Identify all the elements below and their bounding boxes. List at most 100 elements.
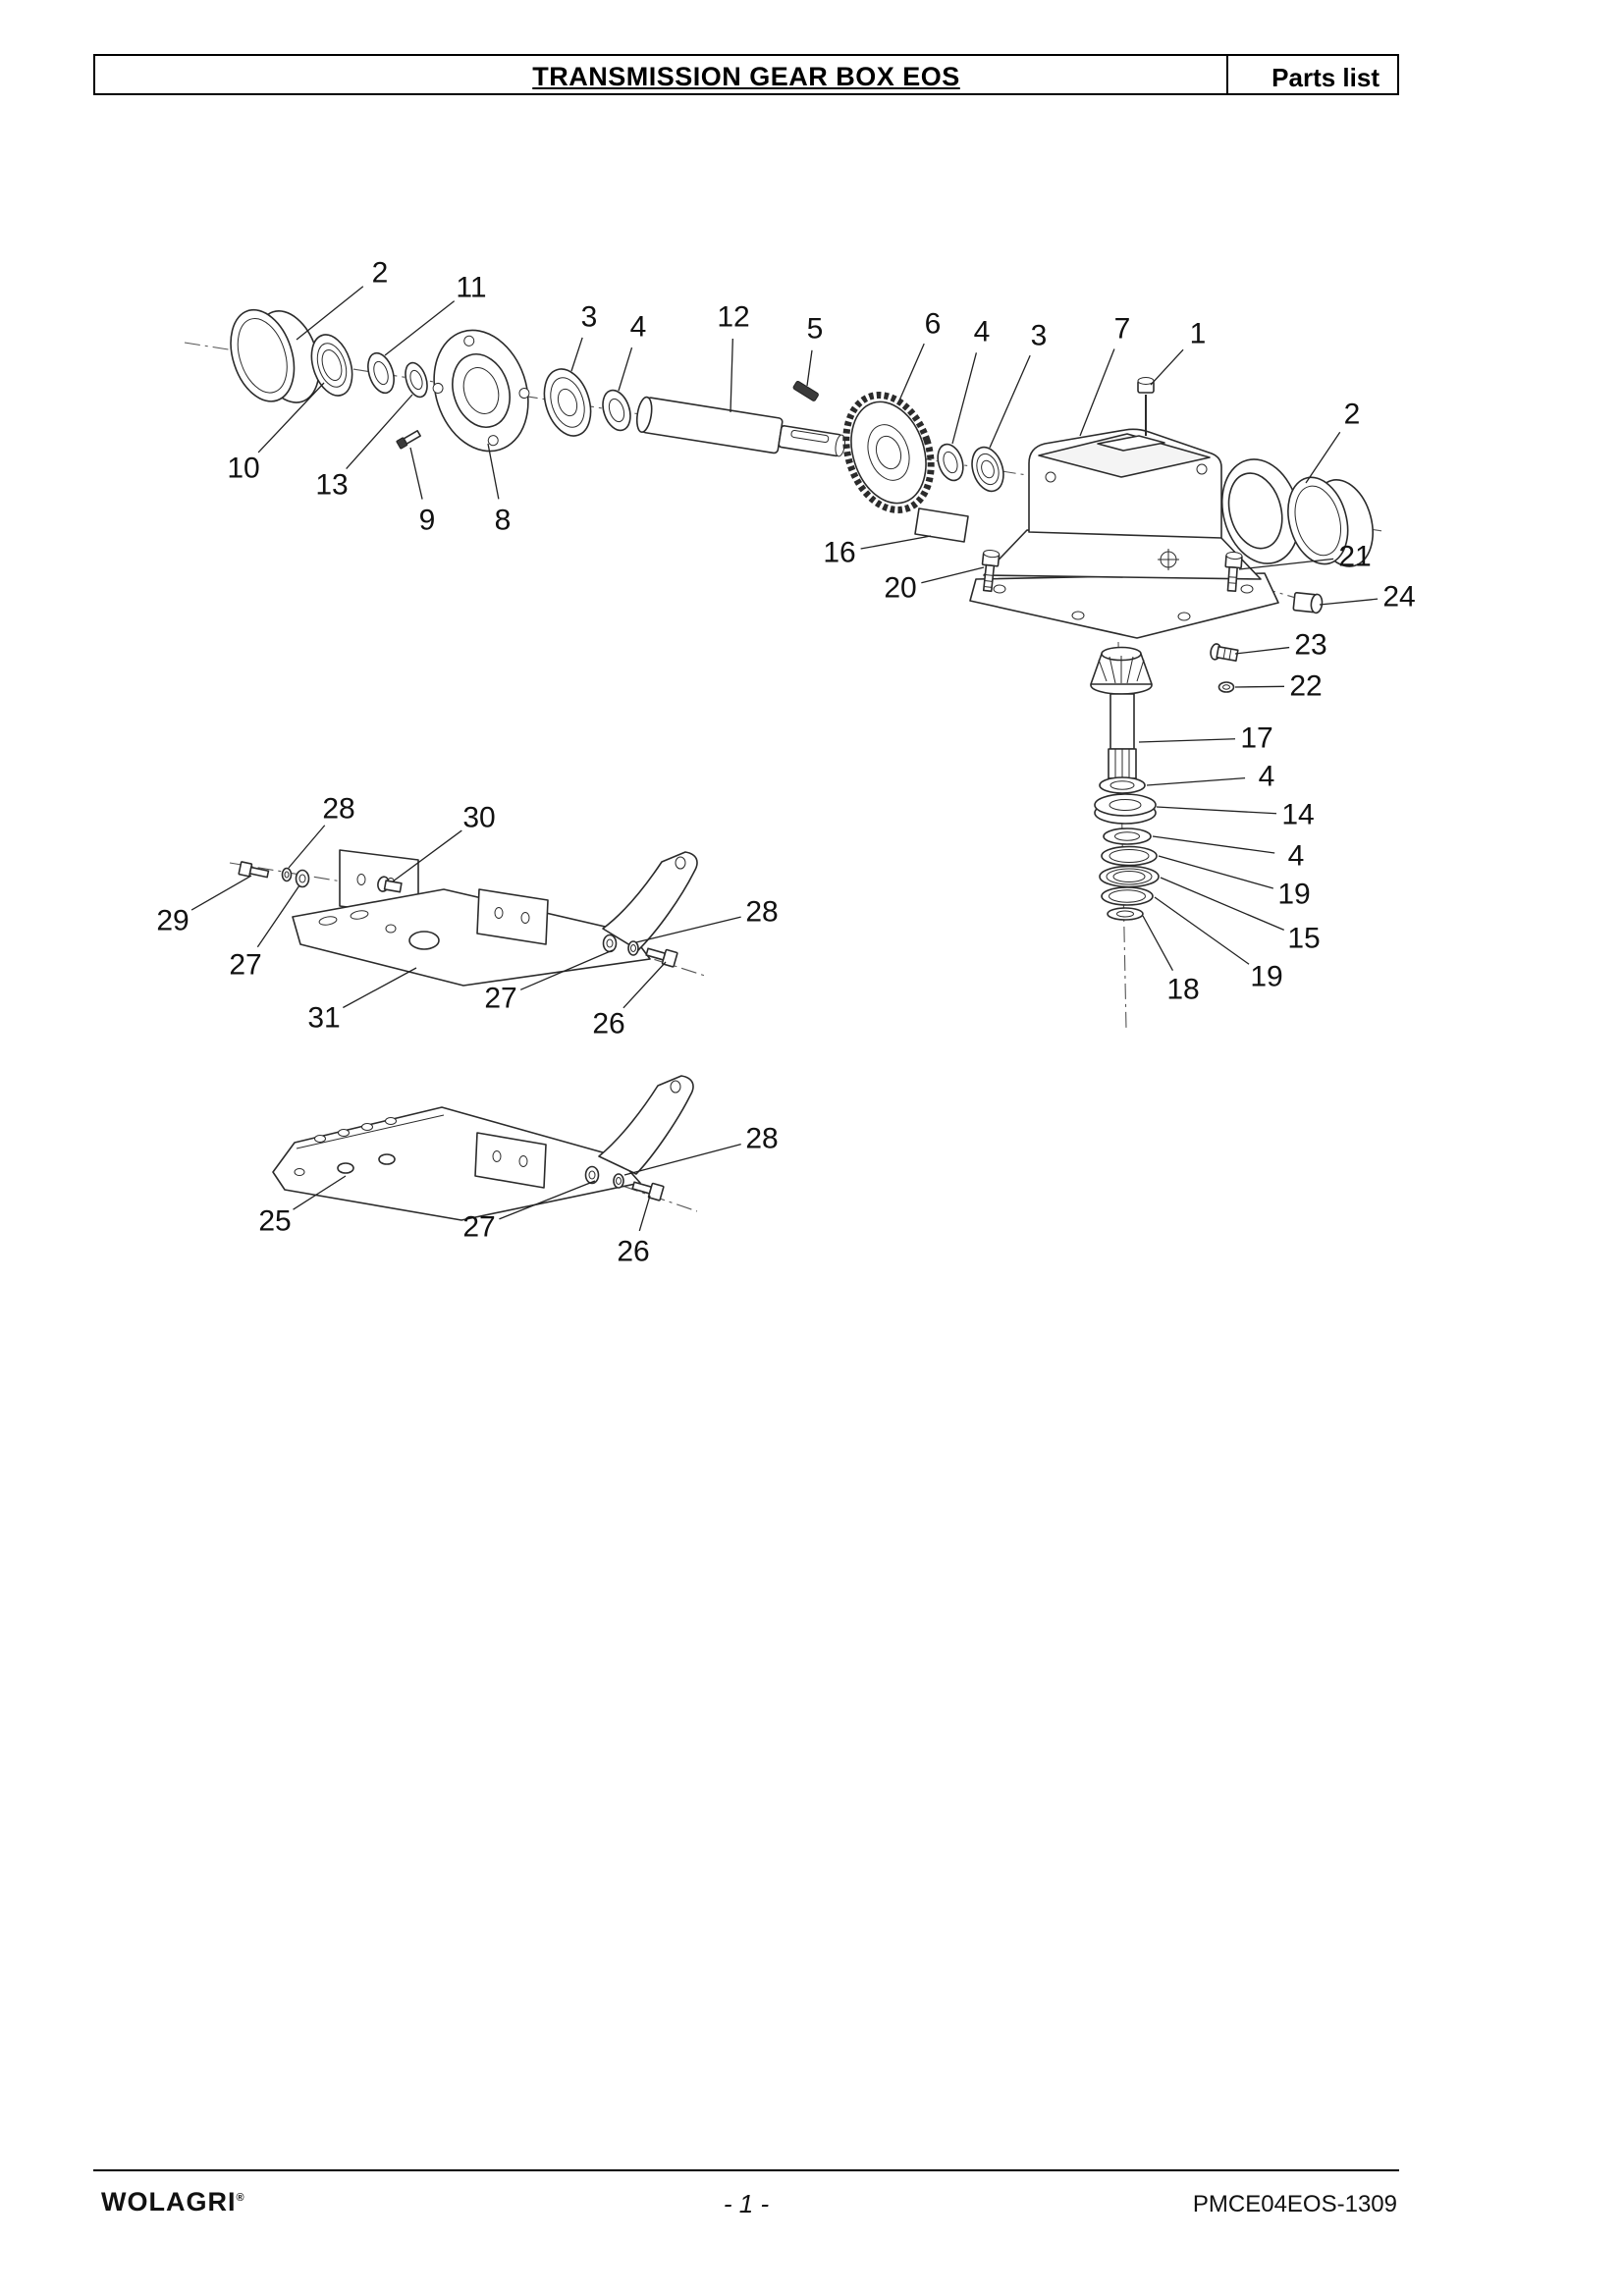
callout-number: 2 [1344,399,1361,431]
brand-logo: WOLAGRI® [101,2187,245,2216]
callout-leader-line [1152,835,1275,854]
callout-number: 5 [807,313,824,346]
callout-number: 19 [1277,879,1310,911]
callout-leader-line [1234,685,1285,688]
callout-number: 3 [581,301,598,334]
callout-number: 27 [462,1211,495,1244]
bevel-pinion-shaft [1090,646,1153,790]
callout-leader-line [860,535,932,550]
shaft-key [792,380,819,401]
callout-leader-line [1154,896,1250,965]
page-title: TRANSMISSION GEAR BOX EOS [532,62,960,91]
flat-washer-right [602,934,618,953]
footer-rule [93,2169,1399,2171]
callout-number: 23 [1294,629,1326,662]
callout-number: 25 [258,1205,291,1238]
callout-leader-line [1160,877,1285,931]
callout-leader-line [730,338,733,413]
callout-number: 9 [419,505,436,537]
callout-leader-line [499,1180,596,1220]
callout-leader-line [256,884,300,948]
callout-leader-line [570,337,583,372]
callout-leader-line [384,300,456,356]
callout-number: 4 [1259,761,1275,793]
document-code: PMCE04EOS-1309 [1192,2191,1397,2217]
callout-leader-line [296,286,364,341]
header-divider [1226,56,1228,93]
parts-list-label: Parts list [1271,63,1380,92]
callout-number: 27 [484,983,516,1015]
callout-number: 29 [156,905,189,937]
callout-leader-line [1234,646,1290,655]
callout-number: 26 [592,1008,624,1041]
callout-number: 26 [617,1236,649,1268]
callout-leader-line [293,1175,347,1210]
callout-number: 10 [227,453,259,485]
callout-number: 4 [974,316,991,348]
callout-leader-line [409,447,423,500]
drain-plug [1292,591,1324,614]
washer-front [602,389,631,432]
callout-number: 31 [307,1002,340,1035]
page-number: - 1 - [723,2189,770,2218]
washer-stack-mid [1103,828,1152,845]
callout-leader-line [1305,431,1341,484]
bearing-flange [432,329,530,453]
gearbox-housing [969,428,1301,639]
callout-number: 6 [925,308,942,341]
screw-plate [377,876,403,893]
callout-number: 4 [1288,840,1305,873]
callout-leader-line [1142,915,1174,972]
callout-leader-line [1150,348,1184,386]
callout-leader-line [921,566,985,584]
washer-stack-top [1099,776,1146,794]
washer-rear [937,443,964,482]
callout-leader-line [1319,598,1379,606]
callout-number: 3 [1031,320,1048,352]
callout-number: 21 [1338,541,1371,573]
callout-leader-line [190,875,252,911]
callout-number: 12 [717,301,749,334]
bolt-left [238,861,270,879]
callout-leader-line [622,961,667,1009]
callout-leader-line [487,443,500,500]
callout-number: 7 [1114,313,1131,346]
callout-number: 22 [1289,670,1322,703]
callout-number: 28 [745,896,778,929]
callout-leader-line [618,347,633,392]
callout-number: 8 [495,505,512,537]
crown-gear [842,392,935,513]
callout-leader-line [806,349,813,387]
callout-leader-line [392,829,462,882]
callout-number: 30 [462,802,495,834]
bolt-right [645,947,678,968]
callout-number: 18 [1166,974,1199,1006]
callout-number: 2 [372,257,389,290]
input-shaft [635,396,846,457]
stud-bolt [396,430,421,450]
callout-number: 14 [1281,799,1314,831]
callout-leader-line [1156,806,1277,815]
name-plate [914,507,969,543]
callout-leader-line [1238,558,1334,570]
callout-leader-line [951,352,978,445]
spring-washer-lower [613,1173,624,1189]
callout-leader-line [288,825,326,869]
callout-leader-line [898,343,925,401]
vent-plug [1137,377,1155,436]
callout-number: 1 [1190,318,1207,350]
washer-stack-bottom [1107,907,1144,921]
bolt-side [1224,551,1243,593]
end-cap-right [1287,476,1374,567]
bearing-bottom [1094,793,1157,825]
registered-mark: ® [236,2192,245,2204]
spring-washer-right [627,940,639,956]
callout-number: 19 [1250,961,1282,993]
bearing-front [543,368,592,437]
callout-number: 27 [229,949,261,982]
callout-leader-line [519,949,614,990]
callout-number: 11 [456,272,486,304]
ring-lower [1101,886,1154,906]
